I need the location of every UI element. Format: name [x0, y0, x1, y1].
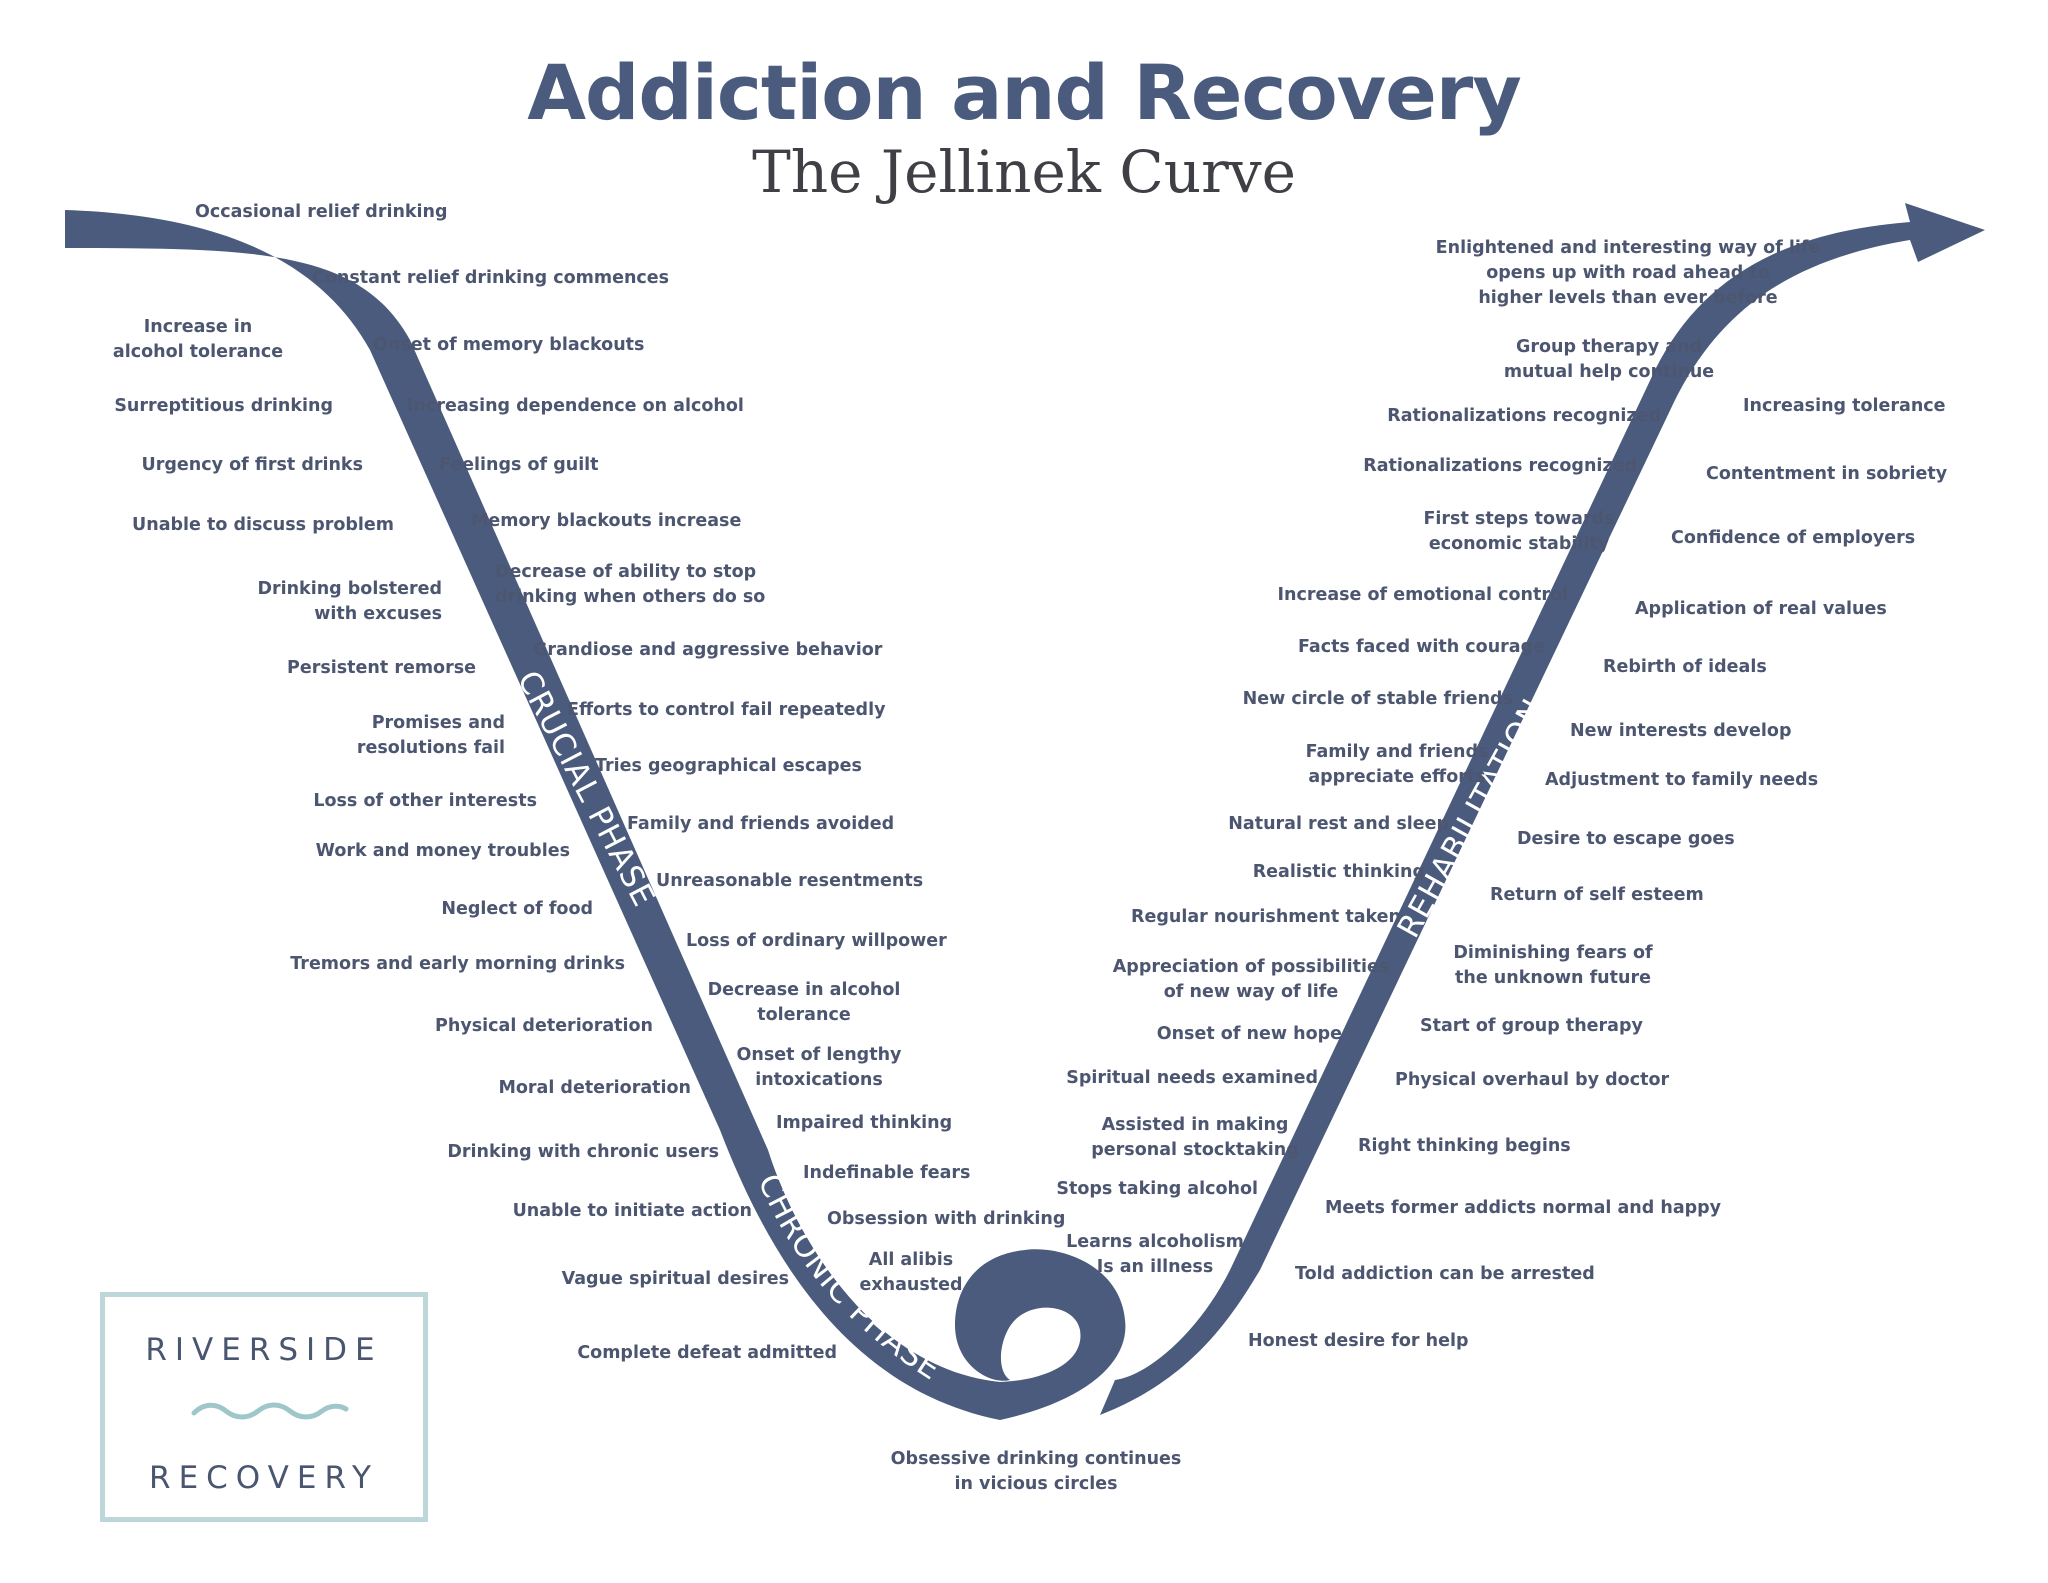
label-vague-spiritual-desires: Vague spiritual desires: [561, 1269, 789, 1289]
label-emotional-control: Increase of emotional control: [1277, 585, 1568, 605]
label-urgency-first-drinks: Urgency of first drinks: [141, 455, 363, 475]
label-diminishing-fears: Diminishing fears of the unknown future: [1453, 943, 1653, 988]
label-onset-lengthy-intoxications: Onset of lengthy intoxications: [736, 1045, 902, 1090]
label-geographical-escapes: Tries geographical escapes: [595, 756, 862, 776]
label-stops-taking-alcohol: Stops taking alcohol: [1056, 1179, 1258, 1199]
label-feelings-of-guilt: Feelings of guilt: [439, 455, 599, 475]
label-increasing-tolerance: Increasing tolerance: [1743, 396, 1946, 416]
label-unreasonable-resentments: Unreasonable resentments: [656, 871, 924, 891]
logo-text-top: RIVERSIDE: [145, 1332, 383, 1368]
label-rationalizations-recognized-1: Rationalizations recognized: [1387, 406, 1661, 426]
label-natural-rest-sleep: Natural rest and sleep: [1228, 814, 1449, 834]
label-decrease-ability-stop: Decrease of ability to stop drinking whe…: [495, 562, 766, 607]
label-facts-faced-courage: Facts faced with courage: [1297, 637, 1545, 657]
label-constant-relief-drinking: Constant relief drinking commences: [312, 268, 670, 288]
label-obsessive-drinking-continues: Obsessive drinking continues in vicious …: [890, 1449, 1182, 1494]
label-unable-initiate-action: Unable to initiate action: [512, 1201, 752, 1221]
logo-text-bottom: RECOVERY: [149, 1460, 379, 1496]
label-impaired-thinking: Impaired thinking: [776, 1113, 953, 1133]
page-subtitle: The Jellinek Curve: [752, 138, 1296, 206]
label-grandiose-behavior: Grandiose and aggressive behavior: [533, 640, 883, 660]
label-contentment-sobriety: Contentment in sobriety: [1706, 464, 1948, 484]
label-moral-deterioration: Moral deterioration: [498, 1078, 691, 1098]
label-drinking-bolstered: Drinking bolstered with excuses: [257, 579, 442, 624]
label-rationalizations-recognized-2: Rationalizations recognized: [1363, 456, 1637, 476]
label-physical-deterioration: Physical deterioration: [435, 1016, 653, 1036]
label-onset-memory-blackouts: Onset of memory blackouts: [373, 335, 645, 355]
label-economic-stability: First steps towards economic stability: [1423, 509, 1615, 554]
label-return-self-esteem: Return of self esteem: [1490, 885, 1704, 905]
label-unable-discuss-problem: Unable to discuss problem: [132, 515, 394, 535]
label-decrease-alcohol-tolerance: Decrease in alcohol tolerance: [707, 980, 901, 1025]
label-efforts-control-fail: Efforts to control fail repeatedly: [567, 700, 886, 720]
label-memory-blackouts-increase: Memory blackouts increase: [471, 511, 742, 531]
wave-icon: [191, 1402, 349, 1420]
label-occasional-relief-drinking: Occasional relief drinking: [195, 202, 448, 222]
spiral-loop: [955, 1249, 1126, 1420]
label-surreptitious-drinking: Surreptitious drinking: [114, 396, 333, 416]
label-group-therapy-continue: Group therapy and mutual help continue: [1503, 337, 1715, 382]
riverside-recovery-logo: RIVERSIDE RECOVERY: [100, 1292, 428, 1522]
label-realistic-thinking: Realistic thinking: [1252, 862, 1425, 882]
label-desire-escape-goes: Desire to escape goes: [1517, 829, 1735, 849]
label-tremors-morning-drinks: Tremors and early morning drinks: [290, 954, 625, 974]
label-persistent-remorse: Persistent remorse: [287, 658, 476, 678]
label-personal-stocktaking: Assisted in making personal stocktaking: [1091, 1115, 1299, 1160]
label-complete-defeat-admitted: Complete defeat admitted: [577, 1343, 837, 1363]
label-obsession-with-drinking: Obsession with drinking: [827, 1209, 1066, 1229]
label-increasing-dependence: Increasing dependence on alcohol: [407, 396, 744, 416]
label-confidence-employers: Confidence of employers: [1671, 528, 1916, 548]
label-increase-tolerance: Increase in alcohol tolerance: [112, 317, 284, 362]
label-work-money-troubles: Work and money troubles: [315, 841, 570, 861]
label-loss-other-interests: Loss of other interests: [313, 791, 537, 811]
label-physical-overhaul: Physical overhaul by doctor: [1395, 1070, 1670, 1090]
label-rebirth-of-ideals: Rebirth of ideals: [1603, 657, 1767, 677]
label-enlightened-way-of-life: Enlightened and interesting way of life …: [1435, 238, 1821, 308]
label-told-addiction-arrested: Told addiction can be arrested: [1295, 1264, 1595, 1284]
ascending-curve-band: [1100, 203, 1985, 1415]
label-honest-desire-help: Honest desire for help: [1248, 1331, 1469, 1351]
label-drinking-chronic-users: Drinking with chronic users: [447, 1142, 719, 1162]
label-application-real-values: Application of real values: [1635, 599, 1887, 619]
label-appreciation-possibilities: Appreciation of possibilities of new way…: [1112, 957, 1390, 1002]
label-learns-alcoholism-illness: Learns alcoholism Is an illness: [1066, 1232, 1244, 1277]
label-loss-ordinary-willpower: Loss of ordinary willpower: [686, 931, 947, 951]
label-new-circle-friends: New circle of stable friends: [1242, 689, 1513, 709]
label-spiritual-needs-examined: Spiritual needs examined: [1066, 1068, 1318, 1088]
label-adjustment-family-needs: Adjustment to family needs: [1545, 770, 1819, 790]
label-right-thinking-begins: Right thinking begins: [1358, 1136, 1571, 1156]
label-promises-resolutions-fail: Promises and resolutions fail: [356, 713, 505, 758]
label-all-alibis-exhausted: All alibis exhausted: [859, 1250, 963, 1295]
label-start-group-therapy: Start of group therapy: [1420, 1016, 1643, 1036]
label-meets-former-addicts: Meets former addicts normal and happy: [1325, 1198, 1722, 1218]
label-onset-new-hope: Onset of new hope: [1156, 1024, 1342, 1044]
page-title: Addiction and Recovery: [527, 48, 1522, 137]
label-family-appreciate-efforts: Family and friends appreciate efforts: [1305, 742, 1489, 787]
label-neglect-of-food: Neglect of food: [441, 899, 593, 919]
label-indefinable-fears: Indefinable fears: [803, 1163, 971, 1183]
label-regular-nourishment: Regular nourishment taken: [1131, 907, 1401, 927]
label-family-friends-avoided: Family and friends avoided: [627, 814, 895, 834]
label-new-interests-develop: New interests develop: [1570, 721, 1792, 741]
